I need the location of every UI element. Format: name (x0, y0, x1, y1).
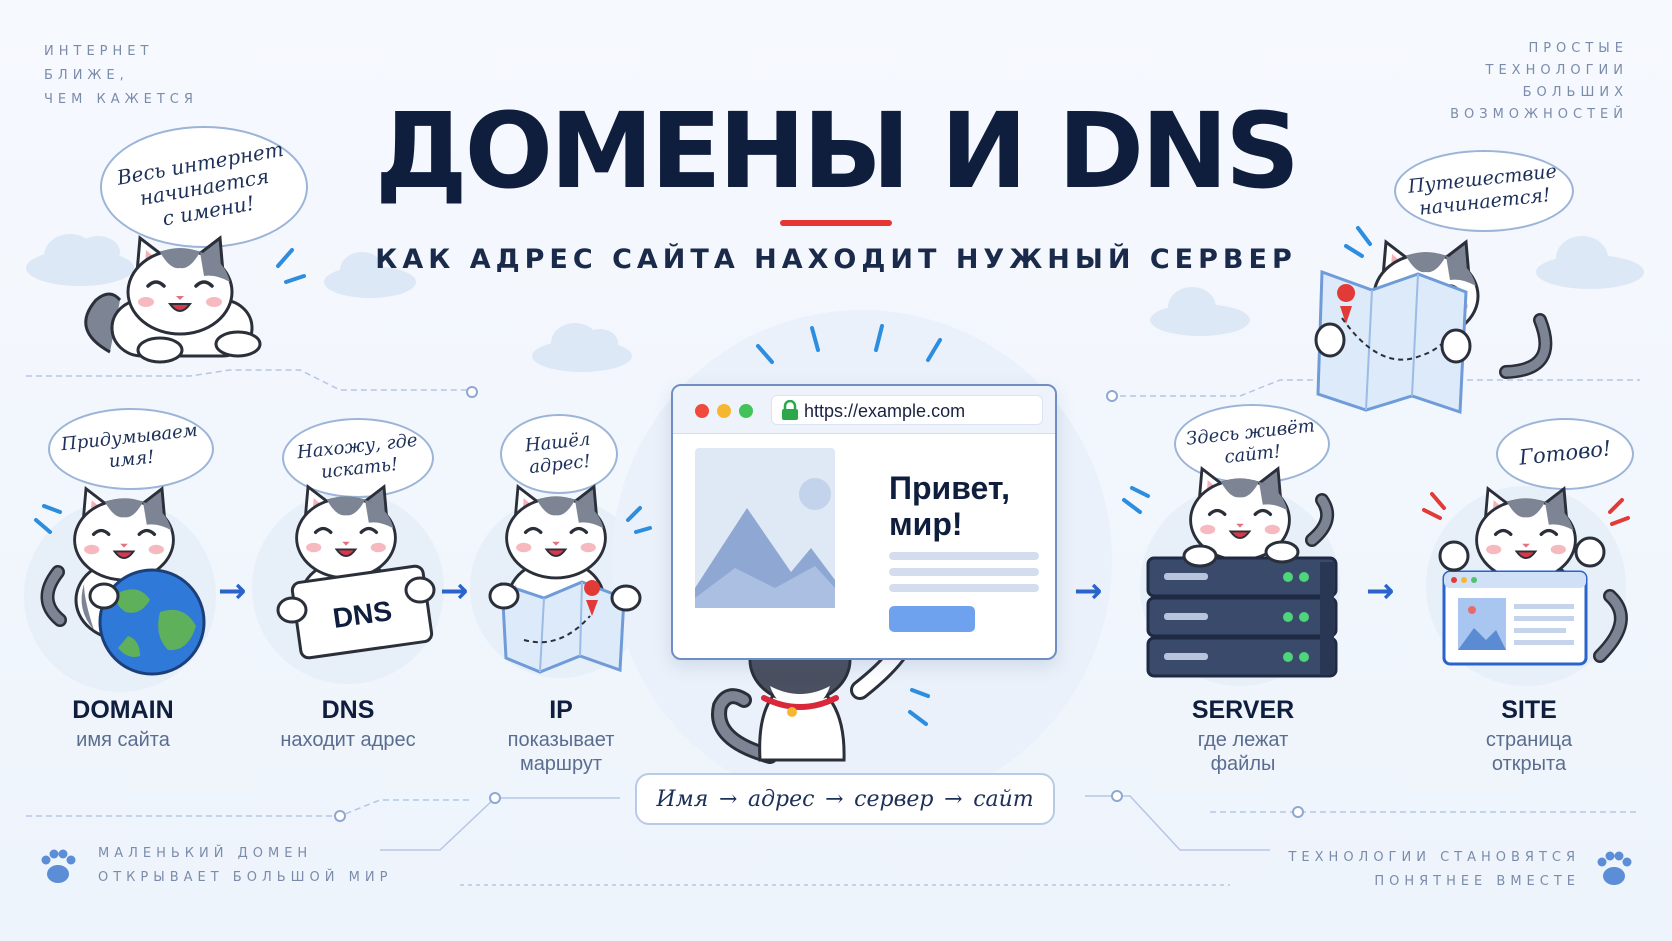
tagline-line: технологии (1485, 63, 1628, 78)
speech-bubble-dns: Нахожу, где искать! (282, 418, 434, 498)
desc-line: файлы (1210, 753, 1276, 775)
network-line-top-left (26, 369, 470, 391)
network-node (489, 792, 501, 804)
window-minimize-dot[interactable] (717, 404, 731, 418)
image-placeholder-icon (695, 448, 835, 608)
tagline-line: ближе, (44, 68, 129, 83)
cat-mascot-ip (488, 485, 642, 674)
tagline-line: возможностей (1450, 107, 1628, 122)
flow-step: Имя (656, 786, 709, 812)
arrow-right-icon: → (718, 786, 738, 812)
globe-icon (98, 568, 206, 676)
tagline-line: чем кажется (44, 92, 198, 107)
cloud-icon (1536, 236, 1644, 289)
tagline-line: Технологии становятся (1288, 850, 1580, 865)
window-close-dot[interactable] (695, 404, 709, 418)
network-node (334, 810, 346, 822)
flow-step: сервер (854, 786, 934, 812)
cloud-icon (26, 234, 134, 286)
cat-mascot-domain (40, 487, 206, 676)
stage-label-domain: DOMAIN (72, 696, 174, 724)
cat-mascot-dns: DNS (276, 485, 436, 660)
dns-sign-icon: DNS (290, 564, 434, 660)
cloud-icon (532, 323, 632, 372)
stage-desc-ip: показывает маршрут (480, 728, 642, 776)
corner-tagline-top-left: Интернет ближе, чем кажется (44, 40, 198, 112)
tagline-line: открывает большой мир (98, 870, 393, 885)
stage-desc-server: где лежат файлы (1160, 728, 1326, 776)
speech-bubble-domain: Придумываем имя! (48, 408, 214, 490)
network-node (1292, 806, 1304, 818)
cat-mascot-top-right (1314, 240, 1553, 415)
tagline-line: понятнее вместе (1374, 874, 1580, 889)
tagline-line: Простые (1528, 41, 1628, 56)
cat-mascot-top-left (84, 236, 262, 364)
stage-label-site: SITE (1501, 696, 1557, 724)
tagline-line: Интернет (44, 44, 154, 59)
desc-line: маршрут (519, 753, 603, 775)
desc-line: открыта (1491, 753, 1567, 775)
network-node (1111, 790, 1123, 802)
lock-icon (782, 400, 798, 420)
stage-label-server: SERVER (1191, 696, 1295, 724)
stage-label-ip: IP (549, 696, 573, 724)
paw-icon (1597, 851, 1632, 885)
page-subtitle: КАК АДРЕС САЙТА НАХОДИТ НУЖНЫЙ СЕРВЕР (375, 244, 1297, 275)
map-icon (500, 580, 626, 674)
browser-button-placeholder[interactable] (889, 606, 975, 632)
arrow-right-icon: → (440, 571, 469, 611)
arrow-right-icon: → (1366, 571, 1395, 611)
heading-line: Привет, (889, 470, 1010, 506)
network-line-bottom-left-2 (380, 797, 620, 851)
text-placeholder-line (889, 552, 1039, 560)
corner-tagline-top-right: Простые технологии больших возможностей (1450, 38, 1628, 126)
browser-toolbar: https://example.com (673, 386, 1055, 434)
url-text: https://example.com (804, 401, 966, 421)
speech-bubble-top-right: Путешествие начинается! (1394, 150, 1574, 232)
stage-desc-dns: находит адрес (266, 728, 430, 752)
stage-desc-domain: имя сайта (40, 728, 206, 752)
arrow-right-icon: → (944, 786, 963, 812)
cloud-icon (324, 252, 416, 298)
cat-mascot-server (1146, 467, 1338, 678)
title-underline (780, 220, 892, 226)
arrow-right-icon: → (825, 786, 844, 812)
arrow-right-icon: → (1074, 571, 1103, 611)
window-maximize-dot[interactable] (739, 404, 753, 418)
browser-heading: Привет, мир! (889, 470, 1010, 542)
heading-line: мир! (889, 506, 963, 542)
flow-step: адрес (748, 786, 815, 812)
corner-tagline-bottom-right: Технологии становятся понятнее вместе (1288, 846, 1580, 894)
desc-line: показывает (507, 729, 615, 751)
desc-line: имя сайта (76, 729, 170, 751)
network-node (466, 386, 478, 398)
tagline-line: Маленький домен (98, 846, 313, 861)
page-title: ДОМЕНЫ И DNS (374, 90, 1300, 212)
network-line-bottom-left (26, 799, 470, 817)
network-node (1106, 390, 1118, 402)
network-line-bottom-right (1085, 795, 1270, 851)
address-bar[interactable]: https://example.com (771, 395, 1043, 425)
cat-mascot-site (1438, 487, 1628, 666)
stage-desc-site: страница открыта (1446, 728, 1612, 776)
corner-tagline-bottom-left: Маленький домен открывает большой мир (98, 842, 392, 890)
text-placeholder-line (889, 584, 1039, 592)
server-rack-icon (1146, 556, 1338, 678)
cloud-icon (1150, 287, 1250, 336)
paw-icon (41, 849, 76, 883)
speech-bubble-ip: Нашёл адрес! (500, 414, 618, 494)
desc-line: находит адрес (280, 729, 416, 751)
site-window-icon (1442, 570, 1588, 666)
desc-line: страница (1485, 729, 1573, 751)
flow-step: сайт (973, 786, 1034, 812)
desc-line: где лежат (1197, 729, 1289, 751)
speech-bubble-top-left: Весь интернет начинается с имени! (100, 126, 308, 248)
flow-summary: Имя → адрес → сервер → сайт (635, 773, 1055, 825)
text-placeholder-line (889, 568, 1039, 576)
stage-label-dns: DNS (321, 696, 375, 724)
tagline-line: больших (1522, 85, 1628, 100)
arrow-right-icon: → (218, 571, 247, 611)
browser-window: https://example.com Привет, мир! (671, 384, 1057, 660)
